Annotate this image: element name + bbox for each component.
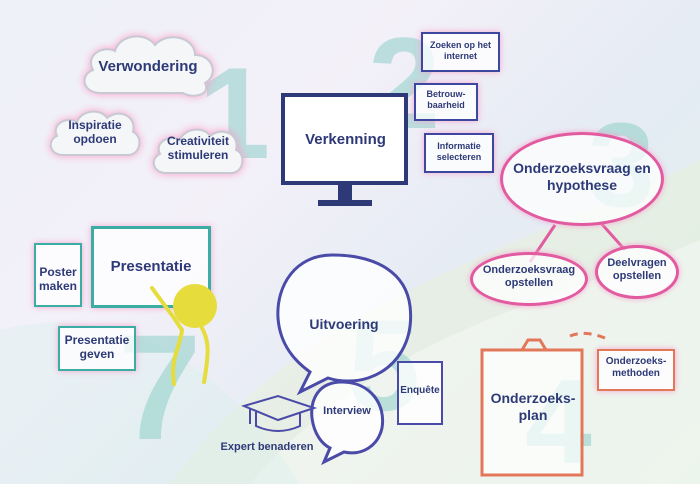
betrouwbaarheid-box xyxy=(414,83,478,121)
poster-label: Poster maken xyxy=(38,265,78,294)
deelvragen-label: Deelvragen opstellen xyxy=(607,257,667,283)
methoden-label: Onderzoeks-methoden xyxy=(605,356,667,379)
zoeken-label: Zoeken op het internet xyxy=(429,40,491,61)
vraag-opstellen-label: Onderzoeksvraag opstellen xyxy=(482,264,576,290)
presentatie-geven-box xyxy=(58,326,136,371)
interview-label: Interview xyxy=(323,405,371,417)
cloud-creativiteit-label: Creativiteit stimuleren xyxy=(166,134,230,163)
vraag-opstellen-ellipse xyxy=(470,252,588,306)
cloud-main-label: Verwondering xyxy=(98,58,198,75)
graduation-cap-icon xyxy=(240,394,318,432)
clipboard-icon xyxy=(480,331,606,477)
zoeken-box xyxy=(421,32,500,72)
verkenning-label: Verkenning xyxy=(305,131,386,148)
enquete-label: Enquête xyxy=(400,385,440,396)
informatie-box xyxy=(424,133,494,173)
informatie-label: Informatie selecteren xyxy=(436,141,482,162)
cloud-creativiteit xyxy=(152,128,244,174)
onderzoeksvraag-label: Onderzoeksvraag en hypothese xyxy=(513,160,651,193)
presentatie-label: Presentatie xyxy=(110,258,192,275)
expert-label: Expert benaderen xyxy=(220,441,314,453)
deelvragen-ellipse xyxy=(595,245,679,299)
presentatie-geven-label: Presentatie geven xyxy=(64,333,130,362)
monitor-icon xyxy=(281,93,408,206)
poster-box xyxy=(34,243,82,307)
methoden-box xyxy=(597,349,675,391)
cloud-verwondering xyxy=(83,35,214,97)
betrouwbaarheid-label: Betrouw-baarheid xyxy=(426,89,466,110)
presenter-figure-icon xyxy=(150,284,217,386)
onderzoeksplan-label: Onderzoeks-plan xyxy=(490,390,576,423)
cloud-inspiratie xyxy=(49,110,141,156)
onderzoeksvraag-ellipse xyxy=(500,132,664,226)
cloud-inspiratie-label: Inspiratie opdoen xyxy=(68,118,122,147)
uitvoering-label: Uitvoering xyxy=(309,316,379,332)
